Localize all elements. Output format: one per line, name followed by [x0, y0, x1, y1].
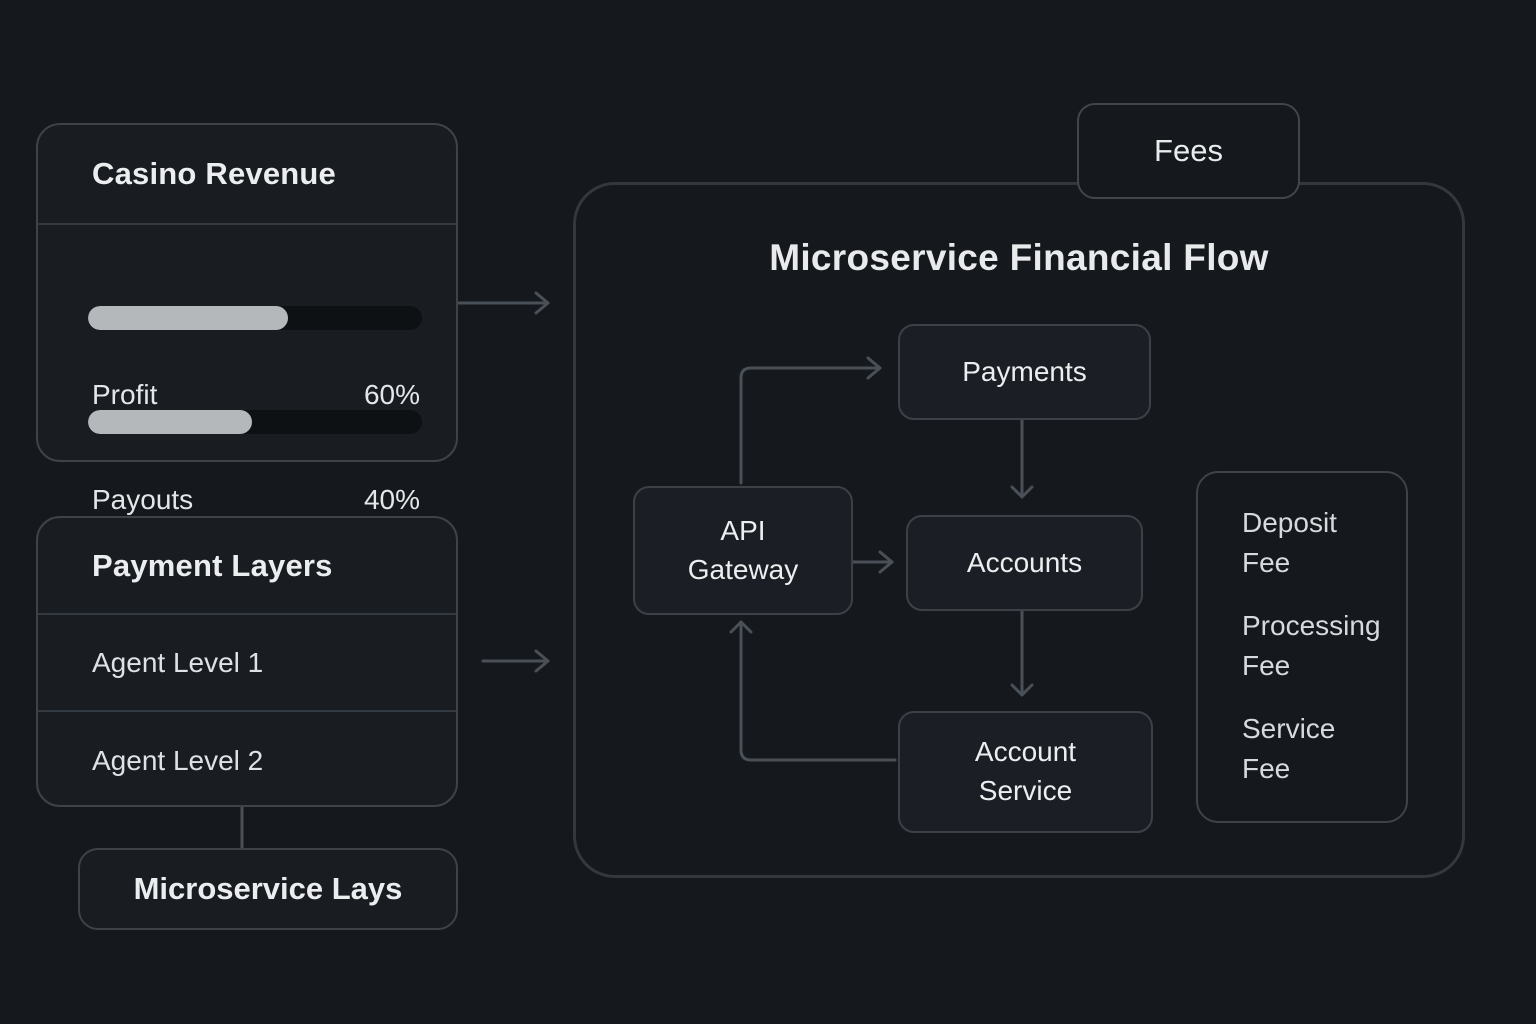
payment-layers-title: Payment Layers [38, 518, 456, 615]
payouts-label: Payouts [92, 484, 194, 515]
profit-value: 60% [363, 379, 420, 410]
arrow-payment-layers-to-container [481, 649, 550, 673]
processing-fee-item: Processing Fee [1242, 610, 1381, 682]
agent-level-2-row: Agent Level 2 [92, 744, 264, 776]
casino-revenue-card: Casino Revenue Profit 60% Payouts 40% [36, 123, 458, 515]
payment-layers-card: Payment Layers Agent Level 1 Agent Level… [36, 516, 458, 807]
fees-box: Fees [1077, 103, 1300, 199]
account-service-node: Account Service [898, 711, 1153, 833]
api-gateway-node: API Gateway [633, 486, 853, 615]
microservice-lays-box: Microservice Lays [78, 848, 458, 930]
profit-progress-bar [88, 306, 422, 330]
deposit-fee-item: Deposit Fee [1242, 507, 1337, 579]
payouts-progress-bar [88, 410, 422, 434]
fee-list-box: Deposit Fee Processing Fee Service Fee [1196, 471, 1408, 823]
profit-label: Profit [92, 379, 158, 410]
service-fee-item: Service Fee [1242, 713, 1336, 785]
accounts-node: Accounts [906, 515, 1143, 611]
flow-container: Microservice Financial Flow Payments API… [573, 182, 1465, 878]
payments-node: Payments [898, 324, 1151, 420]
payouts-value: 40% [363, 484, 420, 515]
agent-level-1-row: Agent Level 1 [38, 615, 456, 712]
casino-revenue-title: Casino Revenue [38, 125, 456, 225]
profit-progress-fill [88, 306, 289, 330]
payouts-progress-fill [88, 410, 252, 434]
flow-title: Microservice Financial Flow [769, 237, 1269, 278]
arrow-casino-to-container [456, 291, 550, 315]
